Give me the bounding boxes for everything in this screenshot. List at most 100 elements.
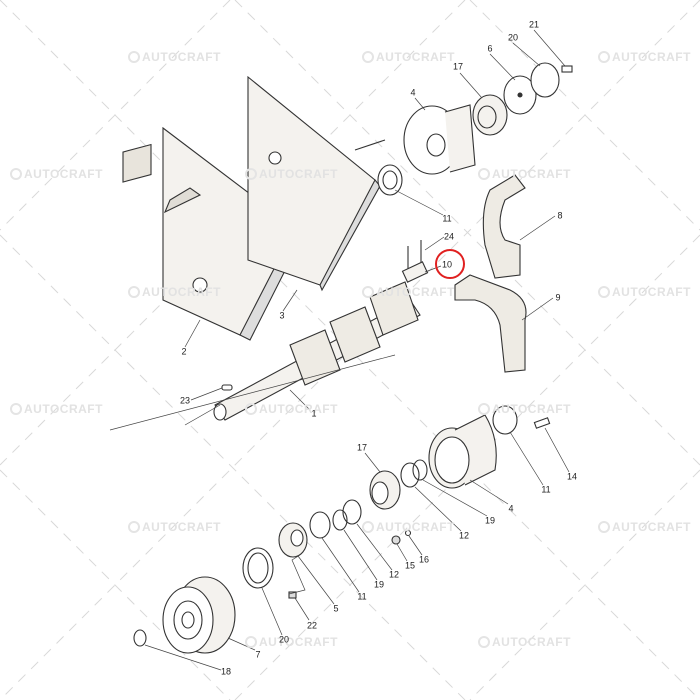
watermark-text: AUTOCRAFT [259,167,338,181]
watermark-logo: AUTOCRAFT [362,520,455,534]
part-callout-4: 4 [410,87,416,98]
ring-12 [400,462,420,488]
part-callout-9: 9 [555,292,561,303]
watermark-ring-icon [128,521,140,533]
part-callout-21: 21 [528,19,540,30]
part-callout-15: 15 [404,560,416,571]
seal-11 [377,164,403,196]
part-callout-19: 19 [373,579,385,590]
watermark-ring-icon [478,403,490,415]
part-callout-5: 5 [333,603,339,614]
watermark-ring-icon [245,403,257,415]
circlip-19 [412,459,428,481]
highlight-circle-part-10 [435,249,465,279]
watermark-ring-icon [478,636,490,648]
part-callout-4: 4 [508,503,514,514]
watermark-ring-icon [245,168,257,180]
watermark-ring-icon [598,51,610,63]
watermark-text: AUTOCRAFT [259,402,338,416]
leader-lines [109,29,570,671]
part-callout-24: 24 [443,231,455,242]
watermark-text: AUTOCRAFT [142,285,221,299]
watermark-text: AUTOCRAFT [492,167,571,181]
watermark-ring-icon [362,286,374,298]
watermark-logo: AUTOCRAFT [10,402,103,416]
watermark-text: AUTOCRAFT [492,402,571,416]
part-callout-11: 11 [357,591,367,602]
watermark-text: AUTOCRAFT [259,635,338,649]
part-callout-11: 11 [442,213,452,224]
watermark-logo: AUTOCRAFT [245,635,338,649]
plate-3 [247,75,381,292]
watermark-logo: AUTOCRAFT [245,402,338,416]
watermark-logo: AUTOCRAFT [598,285,691,299]
watermark-logo: AUTOCRAFT [10,167,103,181]
key-23 [221,384,233,391]
part-callout-2: 2 [181,346,187,357]
seal-11-lower [309,511,331,539]
washer-16 [404,529,412,537]
watermark-ring-icon [10,168,22,180]
watermark-ring-icon [362,51,374,63]
watermark-text: AUTOCRAFT [376,50,455,64]
part-callout-12: 12 [458,530,470,541]
watermark-ring-icon [598,286,610,298]
watermark-ring-icon [598,521,610,533]
watermark-text: AUTOCRAFT [612,50,691,64]
watermark-logo: AUTOCRAFT [478,167,571,181]
part-callout-12: 12 [388,569,400,580]
bracket-8 [482,174,526,279]
watermark-text: AUTOCRAFT [142,520,221,534]
part-callout-3: 3 [279,310,285,321]
parts [122,62,573,654]
watermark-logo: AUTOCRAFT [245,167,338,181]
washer-18 [133,629,147,647]
part-callout-19: 19 [484,515,496,526]
watermark-ring-icon [10,403,22,415]
watermark-text: AUTOCRAFT [24,167,103,181]
stud [354,139,386,151]
watermark-logo: AUTOCRAFT [598,520,691,534]
part-callout-17: 17 [356,442,368,453]
watermark-ring-icon [362,521,374,533]
watermark-text: AUTOCRAFT [376,285,455,299]
hub-4-bottom [428,414,497,489]
watermark-ring-icon [128,51,140,63]
screw-21 [561,65,573,73]
watermark-text: AUTOCRAFT [492,635,571,649]
ring-12-lower [342,499,362,525]
shaft-1 [213,281,421,421]
part-callout-18: 18 [220,666,232,677]
watermark-ring-icon [128,286,140,298]
part-callout-14: 14 [566,471,578,482]
watermark-logo: AUTOCRAFT [362,50,455,64]
part-callout-20: 20 [507,32,519,43]
part-callout-17: 17 [452,61,464,72]
bracket-9 [454,274,527,373]
watermark-logo: AUTOCRAFT [128,520,221,534]
watermark-text: AUTOCRAFT [612,285,691,299]
nut-15 [391,535,401,545]
screw-22 [288,591,297,599]
watermark-logo: AUTOCRAFT [362,285,455,299]
watermark-ring-icon [478,168,490,180]
watermark-logo: AUTOCRAFT [598,50,691,64]
watermark-text: AUTOCRAFT [142,50,221,64]
part-callout-23: 23 [179,395,191,406]
part-callout-11: 11 [541,484,551,495]
part-callout-7: 7 [255,649,261,660]
pulley-7 [162,576,236,654]
part-callout-8: 8 [557,210,563,221]
roller-10 [401,261,429,283]
part-callout-22: 22 [306,620,318,631]
part-callout-16: 16 [418,554,430,565]
watermark-text: AUTOCRAFT [376,520,455,534]
hub-4-top [403,104,476,175]
seal-11-right [492,405,518,435]
bolt-14 [533,417,551,429]
watermark-logo: AUTOCRAFT [478,635,571,649]
circlip-19-lower [332,509,348,531]
part-callout-1: 1 [311,408,317,419]
